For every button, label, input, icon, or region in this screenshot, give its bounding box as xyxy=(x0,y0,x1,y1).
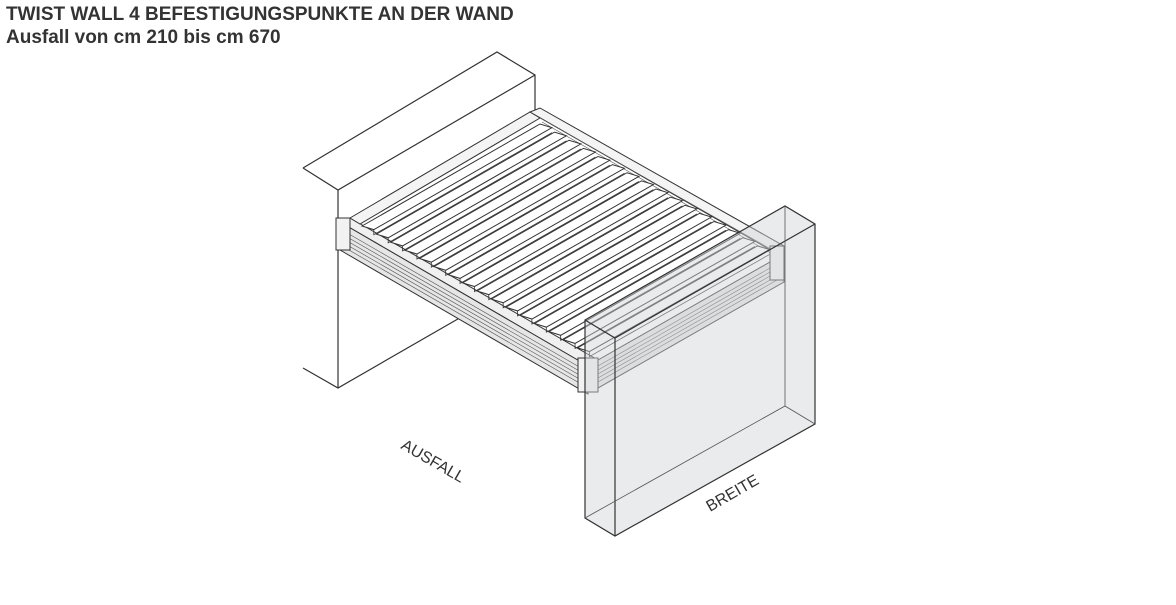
louvre-blade-edge xyxy=(517,213,698,317)
louvre-blade xyxy=(360,123,554,231)
page-title: TWIST WALL 4 BEFESTIGUNGSPUNKTE AN DER W… xyxy=(6,4,514,25)
louvre-blade-edge xyxy=(574,246,756,350)
louvre-blade xyxy=(403,147,597,255)
louvre-blade xyxy=(389,139,583,247)
louvre-blade-edge xyxy=(545,229,727,333)
louvre-blade-edge xyxy=(488,197,669,301)
louvre-blade-edge xyxy=(402,148,582,252)
louvre-blade-edge xyxy=(531,221,712,325)
louvre-blade xyxy=(432,164,626,271)
pergola-frame xyxy=(335,107,785,395)
louvre-blade-edge xyxy=(373,132,553,236)
ausfall-label: AUSFALL xyxy=(398,437,467,487)
louvre-blade-edge xyxy=(560,237,741,341)
louvre-blade-edge xyxy=(430,164,611,268)
louvre-blade xyxy=(461,180,655,288)
louvre-blade xyxy=(375,131,568,239)
louvre-blades xyxy=(360,123,771,358)
louvre-blade xyxy=(447,172,641,279)
louvre-blade-edge xyxy=(445,172,625,276)
louvre-blade xyxy=(561,237,757,344)
louvre-blade-edge xyxy=(502,205,683,309)
page-subtitle: Ausfall von cm 210 bis cm 670 xyxy=(6,27,281,48)
corner-post-left xyxy=(335,217,351,251)
louvre-blade-edge xyxy=(459,181,640,285)
louvre-blade-edge xyxy=(589,254,770,358)
louvre-blade-edge xyxy=(416,156,596,260)
corner-post-front xyxy=(577,357,599,393)
louvre-blade-edge xyxy=(387,140,567,244)
louvre-blade xyxy=(547,229,742,336)
louvre-blade xyxy=(418,155,612,263)
louvre-blade xyxy=(504,204,699,312)
louvre-blade xyxy=(518,212,713,320)
louvre-blade xyxy=(533,220,728,328)
louvre-blade xyxy=(475,188,670,296)
wall-right xyxy=(584,205,816,537)
louvre-blade-edge xyxy=(474,189,654,293)
louvre-blade xyxy=(490,196,684,304)
